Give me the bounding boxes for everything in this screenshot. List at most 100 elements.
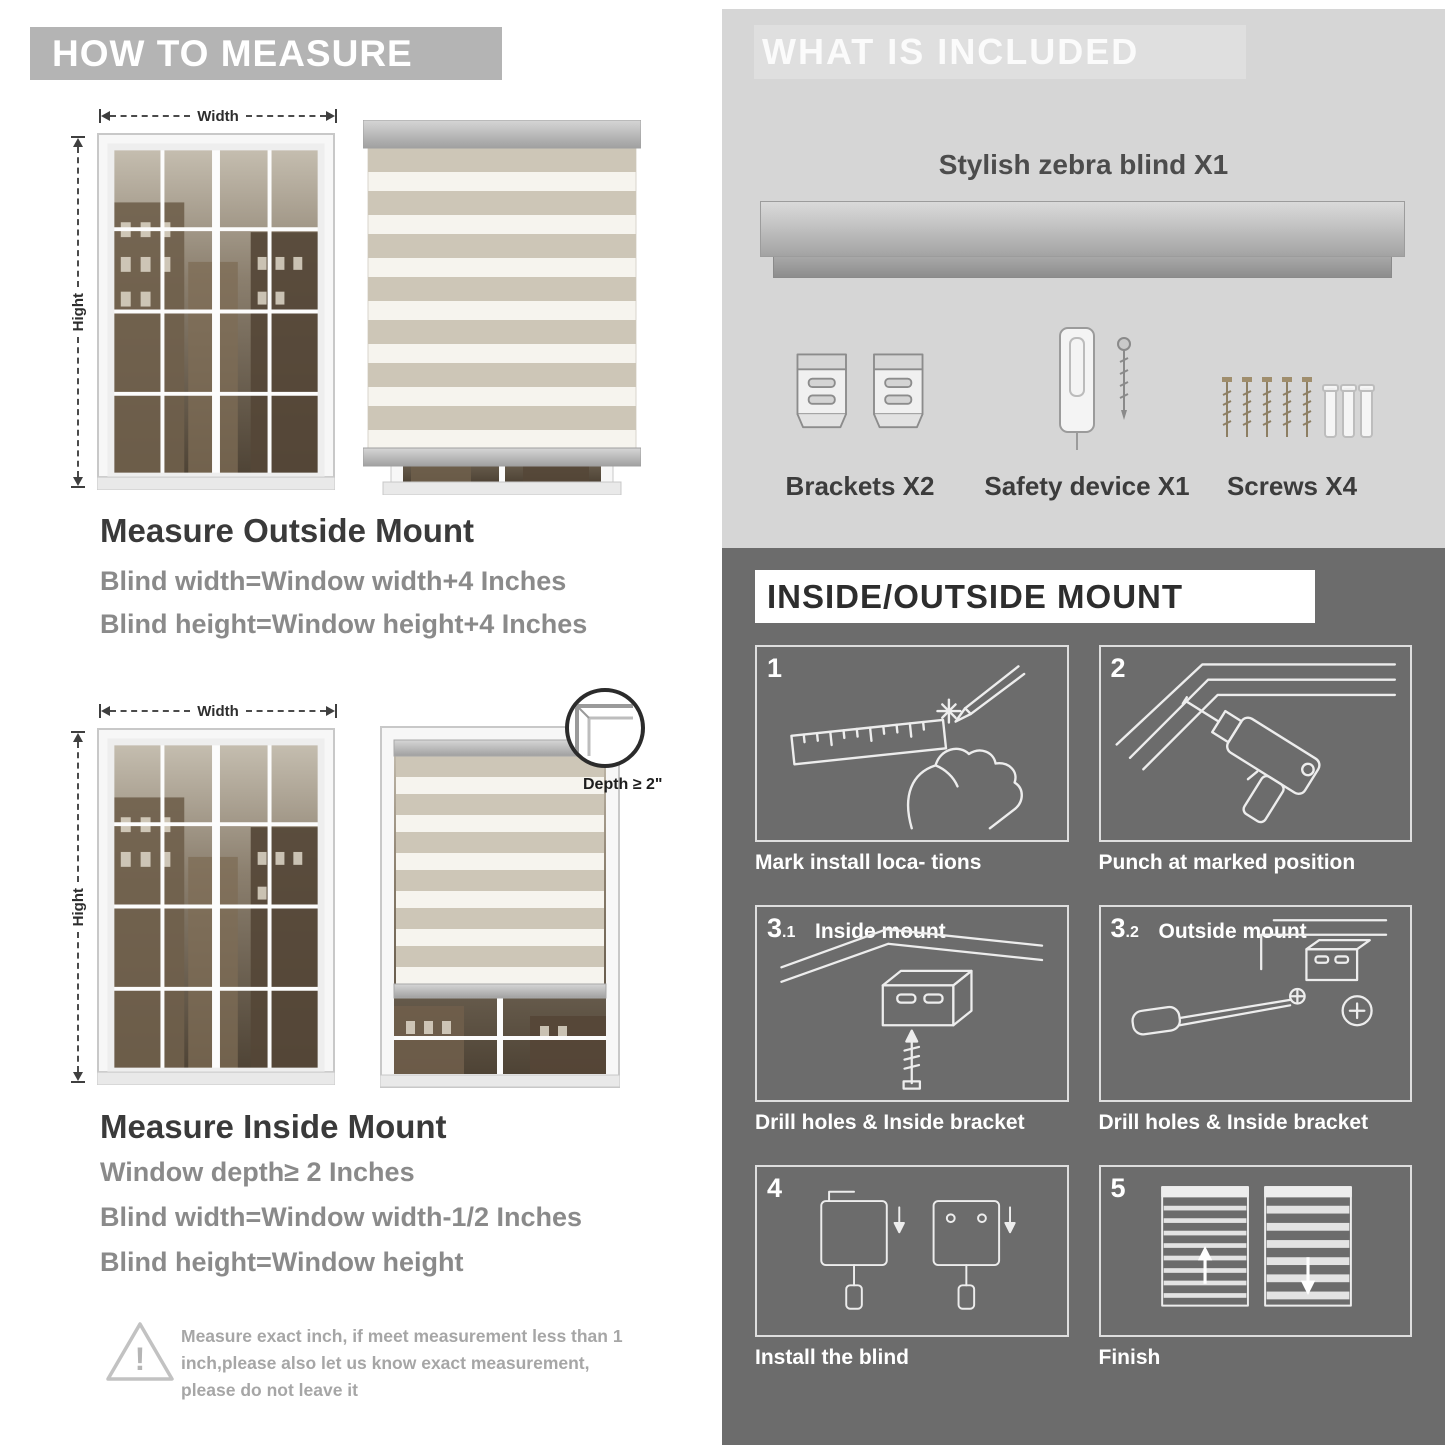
headrail-valance	[773, 257, 1392, 278]
step-2: 2	[1098, 645, 1412, 875]
arrowhead-right-icon	[326, 706, 336, 716]
included-title-text: WHAT IS INCLUDED	[762, 31, 1140, 72]
step-1: 1	[755, 645, 1069, 875]
step-3-1-number: 3.1	[767, 913, 796, 943]
step-3-2-label: Outside mount	[1158, 920, 1307, 943]
height-arrow-inside: Hight	[69, 731, 87, 1084]
step-4: 4	[755, 1165, 1069, 1370]
dashed-line	[77, 932, 79, 1073]
dashed-line	[77, 742, 79, 882]
safety-device-label: Safety device X1	[984, 471, 1190, 501]
width-label: Width	[197, 107, 239, 125]
how-to-measure-banner: HOW TO MEASURE	[30, 27, 502, 80]
arrow-tick	[99, 704, 101, 718]
arrowhead-down-icon	[73, 1072, 83, 1082]
width-arrow-inside: Width	[99, 702, 338, 720]
step-4-number: 4	[767, 1173, 783, 1203]
window-inside-illustration	[97, 728, 335, 1085]
depth-zoom-circle-annotation	[565, 688, 645, 768]
step-1-caption: Mark install loca- tions	[755, 851, 982, 874]
width-label: Width	[197, 702, 239, 720]
step-3-1-box: 3.1 Inside mount	[755, 905, 1069, 1102]
zebra-blind-quantity-label: Stylish zebra blind X1	[938, 149, 1229, 180]
window-outside-illustration	[97, 133, 335, 490]
frame-corner-detail-icon	[575, 704, 633, 756]
dashed-line	[245, 710, 327, 712]
step-3-2-caption: Drill holes & Inside bracket	[1098, 1111, 1369, 1134]
step-3-2-box: 3.2 Outside mount	[1098, 905, 1412, 1102]
zebra-blind-headrail-image	[760, 201, 1405, 278]
included-title: WHAT IS INCLUDED	[762, 25, 1139, 79]
height-label: Hight	[69, 887, 87, 927]
step-5: 5	[1098, 1165, 1412, 1370]
height-label: Hight	[69, 292, 87, 332]
arrow-tick	[71, 136, 85, 138]
mount-banner: INSIDE/OUTSIDE MOUNT	[755, 570, 1315, 623]
install-blind-illustration	[820, 1190, 1016, 1310]
step-5-box: 5	[1098, 1165, 1412, 1337]
inside-outside-mount-panel: INSIDE/OUTSIDE MOUNT 1	[722, 548, 1445, 1445]
warning-triangle-icon: !	[106, 1322, 174, 1381]
step-2-number: 2	[1110, 653, 1126, 683]
step-1-box: 1	[755, 645, 1069, 842]
installation-steps-grid: 1	[755, 645, 1412, 1370]
arrowhead-up-icon	[73, 138, 83, 147]
height-arrow-outside: Hight	[69, 136, 87, 489]
outside-height-formula: Blind height=Window height+4 Inches	[100, 609, 588, 639]
safety-device-icon	[1059, 327, 1131, 450]
arrow-tick	[71, 1081, 85, 1084]
mount-banner-title: INSIDE/OUTSIDE MOUNT	[767, 577, 1184, 615]
arrow-tick	[335, 109, 338, 123]
arrowhead-left-icon	[101, 706, 110, 716]
arrowhead-down-icon	[73, 477, 83, 487]
step-2-box: 2	[1098, 645, 1412, 842]
mark-location-illustration	[790, 665, 1026, 830]
inside-height-formula: Blind height=Window height	[100, 1247, 464, 1277]
arrowhead-left-icon	[101, 111, 110, 121]
step-1-number: 1	[767, 653, 783, 683]
arrow-tick	[71, 486, 85, 489]
included-banner	[754, 25, 1246, 79]
outside-mount-heading: Measure Outside Mount	[100, 512, 475, 549]
screws-label: Screws X4	[1226, 471, 1358, 501]
depth-requirement-label: Depth ≥ 2"	[583, 776, 663, 793]
arrowhead-right-icon	[326, 111, 336, 121]
drill-illustration	[1114, 663, 1396, 824]
step-3-2: 3.2 Outside mount	[1098, 905, 1412, 1135]
inside-width-formula: Blind width=Window width-1/2 Inches	[100, 1202, 583, 1232]
what-is-included-panel: WHAT IS INCLUDED Stylish zebra blind X1	[722, 9, 1445, 548]
dashed-line	[77, 147, 79, 287]
step-5-caption: Finish	[1098, 1346, 1161, 1369]
dashed-line	[110, 710, 191, 712]
step-4-box: 4	[755, 1165, 1069, 1337]
headrail-cassette	[760, 201, 1405, 257]
measurement-warning-text: Measure exact inch, if meet measurement …	[181, 1326, 623, 1401]
arrow-tick	[99, 109, 101, 123]
step-5-number: 5	[1110, 1173, 1126, 1203]
step-2-caption: Punch at marked position	[1098, 851, 1356, 874]
brackets-icon	[796, 353, 924, 429]
step-4-caption: Install the blind	[755, 1346, 910, 1369]
width-arrow-outside: Width	[99, 107, 338, 125]
arrow-tick	[71, 731, 85, 733]
dashed-line	[77, 337, 79, 478]
dashed-line	[245, 115, 327, 117]
step-3-1: 3.1 Inside mount	[755, 905, 1069, 1135]
step-3-1-caption: Drill holes & Inside bracket	[755, 1111, 1025, 1134]
inside-bracket-illustration	[780, 928, 1044, 1090]
zebra-blind-outside-illustration	[363, 120, 641, 495]
brackets-label: Brackets X2	[785, 471, 935, 501]
screws-icon	[1222, 377, 1375, 438]
dashed-line	[110, 115, 191, 117]
step-3-2-number: 3.2	[1110, 913, 1139, 943]
warning-exclamation-glyph: !	[135, 1341, 146, 1377]
arrow-tick	[335, 704, 338, 718]
finished-blind-illustration	[1160, 1186, 1352, 1307]
zebra-blind-inside-illustration	[380, 726, 620, 1088]
how-to-measure-title: HOW TO MEASURE	[52, 32, 413, 74]
inside-depth-formula: Window depth≥ 2 Inches	[100, 1157, 415, 1187]
arrowhead-up-icon	[73, 733, 83, 742]
inside-mount-heading: Measure Inside Mount	[100, 1108, 447, 1145]
outside-width-formula: Blind width=Window width+4 Inches	[100, 566, 567, 596]
